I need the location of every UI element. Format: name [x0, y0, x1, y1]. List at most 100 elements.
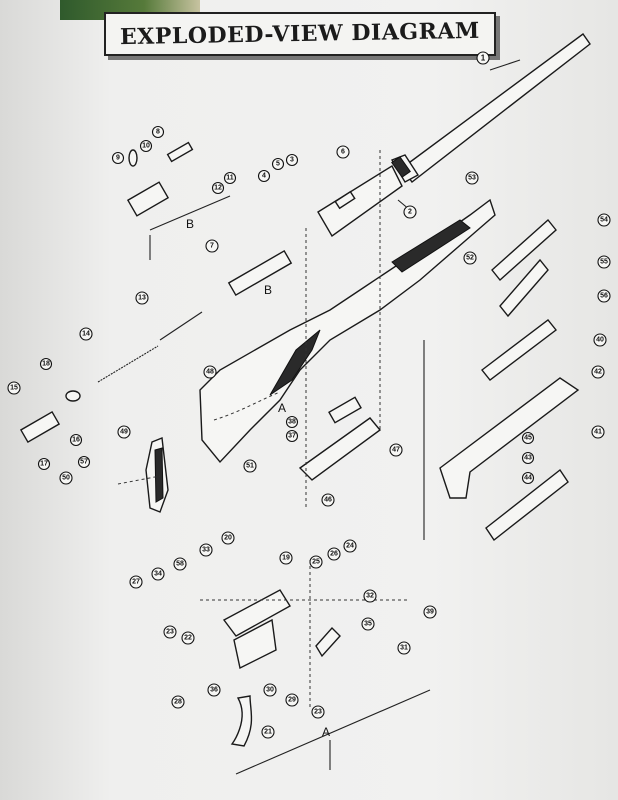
callout-25: 25 — [309, 555, 323, 569]
svg-text:14: 14 — [82, 331, 90, 338]
callout-19: 19 — [279, 551, 293, 565]
callout-55: 55 — [597, 255, 611, 269]
svg-text:23: 23 — [166, 629, 174, 636]
svg-text:51: 51 — [246, 463, 254, 470]
svg-text:31: 31 — [400, 645, 408, 652]
svg-text:25: 25 — [312, 559, 320, 566]
svg-text:46: 46 — [324, 497, 332, 504]
callout-48: 48 — [203, 365, 217, 379]
callout-16: 16 — [69, 433, 83, 447]
callout-53: 53 — [465, 171, 479, 185]
callout-27: 27 — [129, 575, 143, 589]
group-label-a-trigger: A — [322, 725, 330, 739]
trigger-guard — [423, 218, 580, 542]
title-box: EXPLODED-VIEW DIAGRAM — [104, 12, 496, 56]
callout-50: 50 — [59, 471, 73, 485]
callout-23b: 23 — [311, 705, 325, 719]
svg-text:23: 23 — [314, 709, 322, 716]
cocking-piece — [19, 390, 81, 444]
barrel — [390, 33, 591, 183]
callout-56: 56 — [597, 289, 611, 303]
stock — [199, 198, 496, 464]
svg-text:35: 35 — [364, 621, 372, 628]
callout-5: 5 — [271, 157, 285, 171]
svg-text:13: 13 — [138, 295, 146, 302]
svg-text:38: 38 — [288, 419, 296, 426]
svg-text:27: 27 — [132, 579, 140, 586]
svg-text:49: 49 — [120, 429, 128, 436]
svg-text:41: 41 — [594, 429, 602, 436]
callout-23a: 23 — [163, 625, 177, 639]
callout-30: 30 — [263, 683, 277, 697]
callout-2: 2 — [403, 205, 417, 219]
callout-42: 42 — [591, 365, 605, 379]
svg-text:43: 43 — [524, 455, 532, 462]
svg-text:44: 44 — [524, 475, 532, 482]
callout-13: 13 — [135, 291, 149, 305]
svg-text:20: 20 — [224, 535, 232, 542]
callout-44: 44 — [521, 471, 535, 485]
callout-40: 40 — [593, 333, 607, 347]
svg-text:18: 18 — [42, 361, 50, 368]
svg-text:16: 16 — [72, 437, 80, 444]
callout-33: 33 — [199, 543, 213, 557]
svg-text:12: 12 — [214, 185, 222, 192]
callout-38: 38 — [285, 415, 299, 429]
svg-text:29: 29 — [288, 697, 296, 704]
svg-text:5: 5 — [276, 161, 280, 168]
callout-45: 45 — [521, 431, 535, 445]
callout-22: 22 — [181, 631, 195, 645]
callout-12: 12 — [211, 181, 225, 195]
svg-text:9: 9 — [116, 155, 120, 162]
callout-32: 32 — [363, 589, 377, 603]
callout-9: 9 — [111, 151, 125, 165]
callout-58: 58 — [173, 557, 187, 571]
svg-text:42: 42 — [594, 369, 602, 376]
svg-text:34: 34 — [154, 571, 162, 578]
svg-text:24: 24 — [346, 543, 354, 550]
svg-text:15: 15 — [10, 385, 18, 392]
svg-text:33: 33 — [202, 547, 210, 554]
svg-text:55: 55 — [600, 259, 608, 266]
callout-41: 41 — [591, 425, 605, 439]
floor-plate — [298, 150, 382, 510]
callout-37: 37 — [285, 429, 299, 443]
callout-4: 4 — [257, 169, 271, 183]
svg-text:17: 17 — [40, 461, 48, 468]
callout-54: 54 — [597, 213, 611, 227]
callout-10: 10 — [139, 139, 153, 153]
svg-text:6: 6 — [341, 149, 345, 156]
callout-21: 21 — [261, 725, 275, 739]
callout-6: 6 — [336, 145, 350, 159]
callout-34: 34 — [151, 567, 165, 581]
receiver — [317, 165, 411, 238]
svg-text:7: 7 — [210, 243, 214, 250]
svg-text:2: 2 — [408, 209, 412, 216]
callout-39: 39 — [423, 605, 437, 619]
callout-51: 51 — [243, 459, 257, 473]
callout-28: 28 — [171, 695, 185, 709]
svg-text:53: 53 — [468, 175, 476, 182]
svg-text:36: 36 — [210, 687, 218, 694]
callout-1: 1 — [476, 51, 490, 65]
svg-text:22: 22 — [184, 635, 192, 642]
svg-text:37: 37 — [288, 433, 296, 440]
group-label-b-bolt: B — [264, 283, 272, 297]
svg-text:40: 40 — [596, 337, 604, 344]
callout-31: 31 — [397, 641, 411, 655]
trigger-group-a — [200, 560, 431, 775]
svg-text:3: 3 — [290, 157, 294, 164]
butt-plate — [117, 437, 169, 513]
svg-text:54: 54 — [600, 217, 608, 224]
callout-43: 43 — [521, 451, 535, 465]
callout-24: 24 — [343, 539, 357, 553]
callout-18: 18 — [39, 357, 53, 371]
callout-52: 52 — [463, 251, 477, 265]
callout-29: 29 — [285, 693, 299, 707]
svg-text:52: 52 — [466, 255, 474, 262]
svg-text:32: 32 — [366, 593, 374, 600]
callout-47: 47 — [389, 443, 403, 457]
callout-8: 8 — [151, 125, 165, 139]
svg-text:30: 30 — [266, 687, 274, 694]
